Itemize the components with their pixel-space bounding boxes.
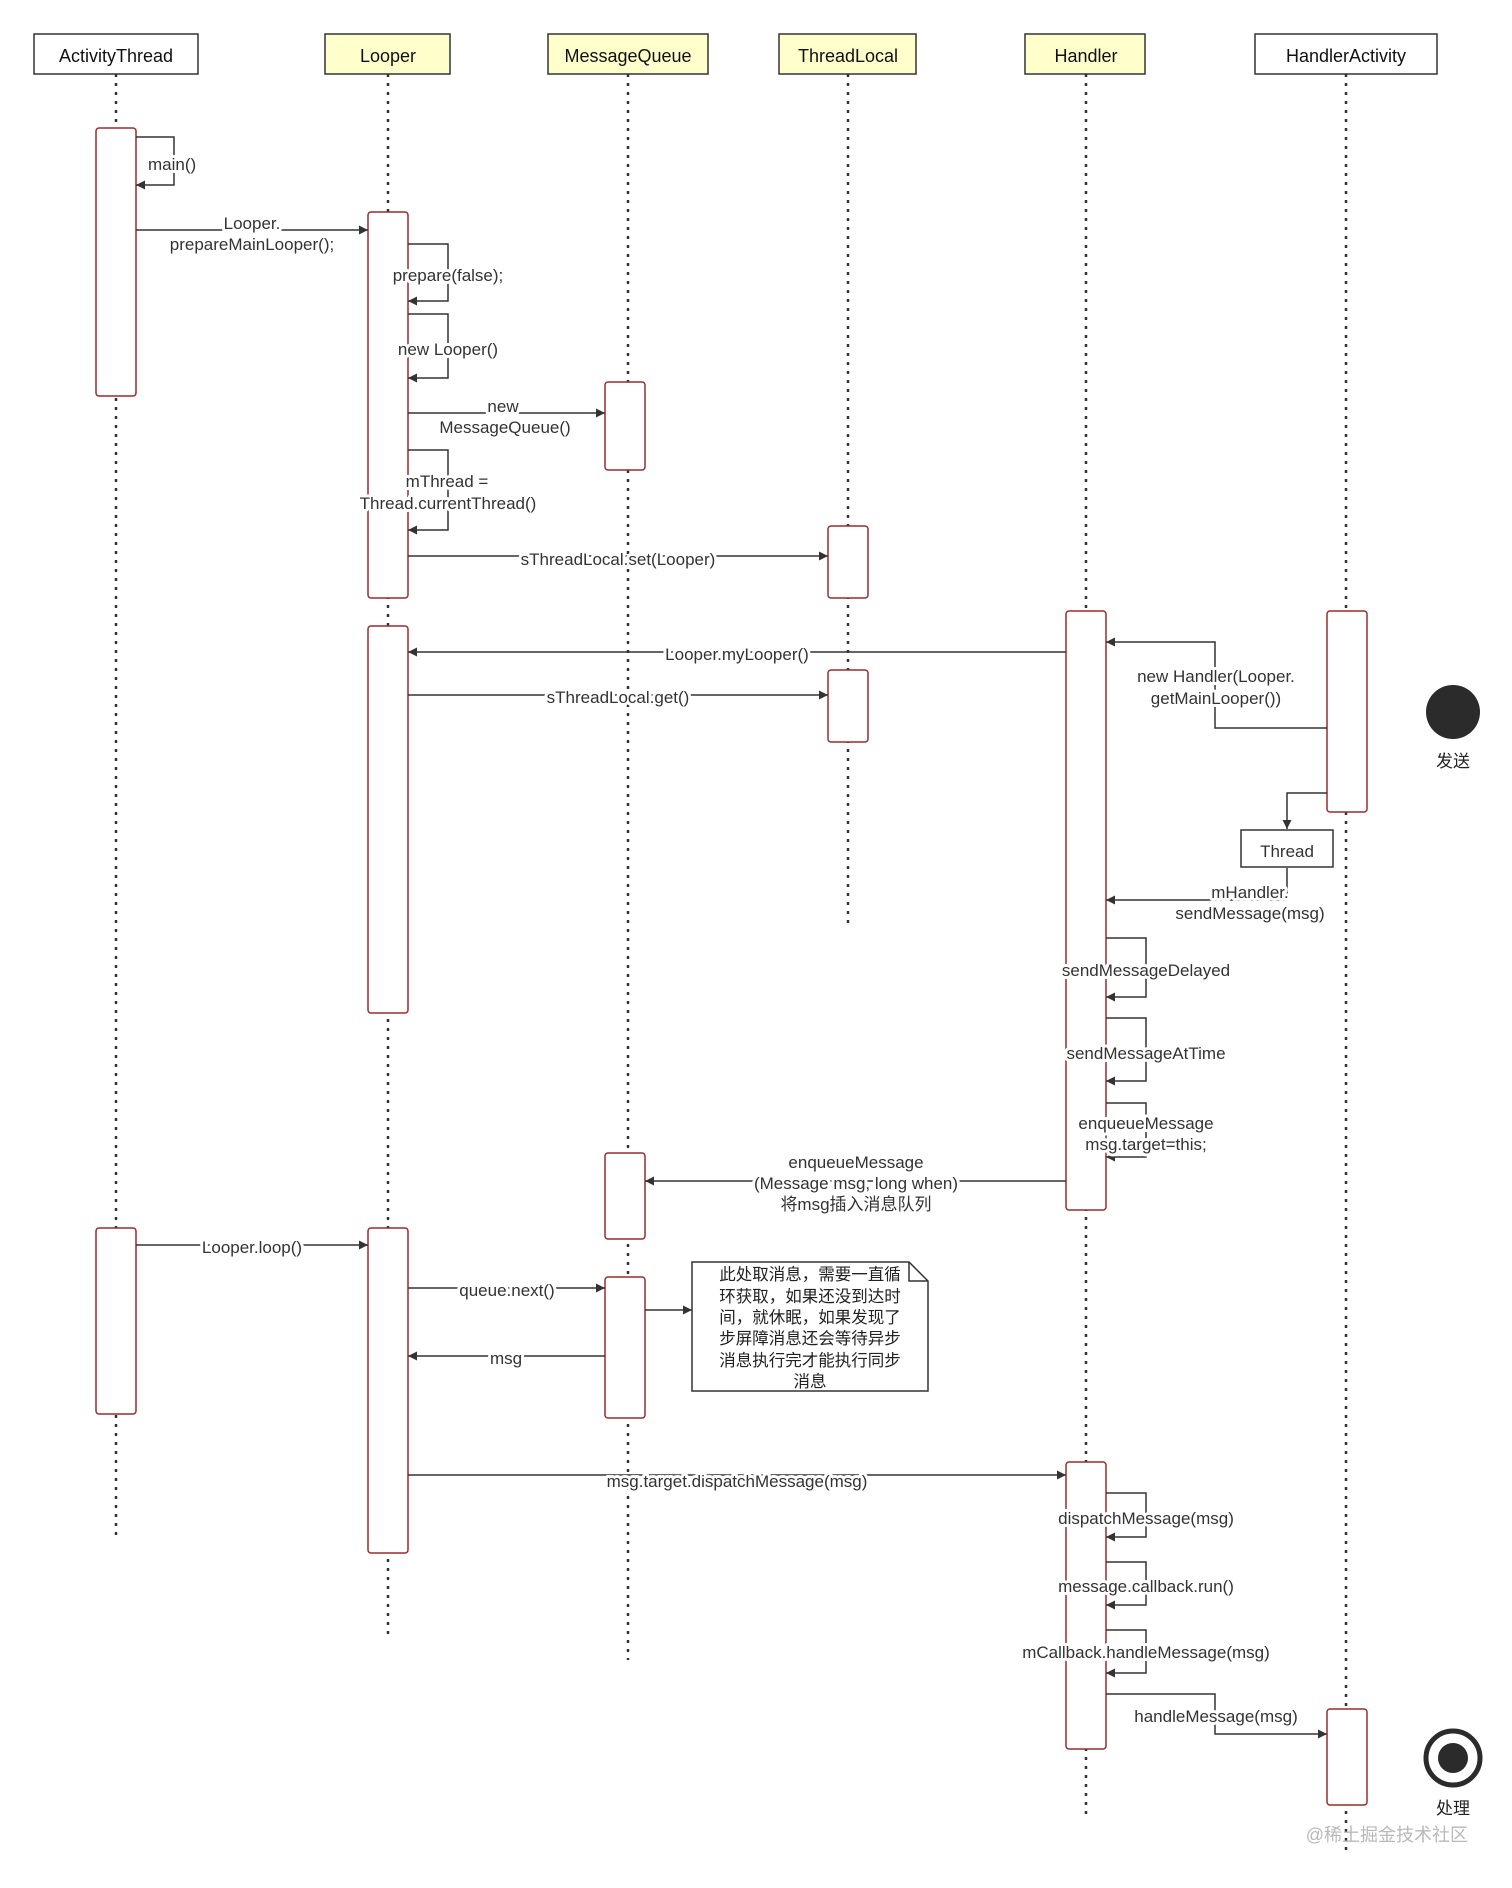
note-line: 消息 [794, 1372, 827, 1391]
initial-state-dot [1426, 685, 1480, 739]
message-labels: main() Looper. prepareMainLooper(); prep… [145, 152, 1328, 1729]
activation-handler-2 [1065, 1461, 1107, 1750]
label-looper-loop: Looper.loop() [202, 1238, 302, 1257]
note-line: 此处取消息，需要一直循 [719, 1265, 901, 1284]
label-enqueue-queue: 将msg插入消息队列 [780, 1195, 931, 1214]
participant-label: HandlerActivity [1286, 46, 1406, 66]
label-handle-message: handleMessage(msg) [1134, 1707, 1297, 1726]
label-thread-local-get: sThreadLocal.get() [547, 688, 690, 707]
watermark: @稀土掘金技术社区 [1306, 1825, 1468, 1845]
activation-message-queue-1 [604, 381, 646, 471]
label-enqueue-self: msg.target=this; [1085, 1135, 1206, 1154]
note: 此处取消息，需要一直循 环获取，如果还没到达时 间，就休眠，如果发现了 步屏障消… [691, 1261, 929, 1392]
arrow-send-message-delayed [1106, 937, 1147, 1002]
label-prepare-false: prepare(false); [393, 266, 504, 285]
thread-box-label: Thread [1260, 842, 1314, 861]
note-line: 间，就休眠，如果发现了 [719, 1308, 901, 1327]
label-my-looper: Looper.myLooper() [665, 645, 809, 664]
note-line: 步屏障消息还会等待异步 [719, 1329, 901, 1348]
arrow-new-handler [1106, 637, 1327, 729]
participant-label: ThreadLocal [798, 46, 898, 66]
arrow-m-callback-handle [1106, 1629, 1147, 1678]
label-new-handler: new Handler(Looper. [1137, 667, 1295, 686]
arrow-to-thread [1282, 792, 1327, 829]
activation-activity-thread-2 [95, 1227, 137, 1415]
label-main: main() [148, 155, 196, 174]
label-send-message: mHandler. [1211, 883, 1288, 902]
label-dispatch-target: msg.target.dispatchMessage(msg) [607, 1472, 868, 1491]
activations [95, 127, 1368, 1806]
participant-thread-local[interactable]: ThreadLocal [778, 33, 917, 75]
arrow-prepare-false [408, 243, 449, 306]
label-enqueue-queue: enqueueMessage [788, 1153, 923, 1172]
final-state-dot [1438, 1743, 1468, 1773]
label-new-looper: new Looper() [398, 340, 498, 359]
label-queue-next: queue.next() [459, 1281, 554, 1300]
activation-thread-local-1 [827, 525, 869, 599]
participant-label: Handler [1054, 46, 1117, 66]
participant-handler[interactable]: Handler [1024, 33, 1146, 75]
activation-handler-activity-1 [1326, 610, 1368, 813]
activation-looper-2 [367, 625, 409, 1014]
initial-state-label: 发送 [1436, 752, 1470, 771]
label-new-message-queue: MessageQueue() [439, 418, 570, 437]
participant-box [778, 33, 917, 75]
activation-message-queue-3 [604, 1276, 646, 1419]
activation-handler-1 [1065, 610, 1107, 1211]
label-m-callback-handle: mCallback.handleMessage(msg) [1022, 1643, 1270, 1662]
label-send-message: sendMessage(msg) [1175, 904, 1324, 923]
label-enqueue-queue: (Message msg, long when) [754, 1174, 958, 1193]
label-m-thread: mThread = [406, 472, 489, 491]
participant-activity-thread[interactable]: ActivityThread [33, 33, 199, 75]
activation-activity-thread-1 [95, 127, 137, 397]
label-new-message-queue: new [487, 397, 519, 416]
participant-box [547, 33, 709, 75]
participant-box [33, 33, 199, 75]
label-m-thread: Thread.currentThread() [360, 494, 537, 513]
participant-handler-activity[interactable]: HandlerActivity [1254, 33, 1438, 75]
participant-message-queue[interactable]: MessageQueue [547, 33, 709, 75]
label-send-message-at-time: sendMessageAtTime [1066, 1044, 1225, 1063]
participant-label: Looper [360, 46, 416, 66]
activation-looper-1 [367, 211, 409, 599]
thread-box: Thread [1240, 829, 1334, 868]
arrow-main [136, 136, 175, 190]
note-line: 消息执行完才能执行同步 [719, 1351, 901, 1370]
participant-box [324, 33, 451, 75]
participant-looper[interactable]: Looper [324, 33, 451, 75]
initial-state: 发送 [1426, 685, 1480, 771]
label-enqueue-self: enqueueMessage [1078, 1114, 1213, 1133]
arrow-callback-run [1106, 1561, 1147, 1610]
participant-label: MessageQueue [564, 46, 691, 66]
label-msg-return: msg [490, 1349, 522, 1368]
activation-handler-activity-2 [1326, 1708, 1368, 1806]
activation-message-queue-2 [604, 1152, 646, 1240]
note-line: 环获取，如果还没到达时 [719, 1287, 901, 1306]
arrow-dispatch-message [1106, 1492, 1147, 1542]
messages [136, 136, 1327, 1739]
label-send-message-delayed: sendMessageDelayed [1062, 961, 1230, 980]
participant-box [1024, 33, 1146, 75]
label-callback-run: message.callback.run() [1058, 1577, 1234, 1596]
activation-thread-local-2 [827, 669, 869, 743]
label-dispatch-message: dispatchMessage(msg) [1058, 1509, 1234, 1528]
arrow-new-looper [408, 313, 449, 383]
participant-box [1254, 33, 1438, 75]
participant-label: ActivityThread [59, 46, 173, 66]
arrow-enqueue-self [1106, 1102, 1147, 1162]
label-prepare-main-looper: Looper. [224, 214, 281, 233]
participant-headers: ActivityThread Looper MessageQueue Threa… [33, 33, 1438, 75]
arrow-send-message [1106, 868, 1288, 905]
arrow-handle-message [1106, 1693, 1327, 1739]
final-state-label: 处理 [1436, 1799, 1470, 1818]
arrow-send-message-at-time [1106, 1017, 1147, 1086]
label-thread-local-set: sThreadLocal.set(Looper) [521, 550, 716, 569]
activation-looper-3 [367, 1227, 409, 1554]
label-prepare-main-looper: prepareMainLooper(); [170, 235, 334, 254]
arrow-m-thread [408, 449, 449, 535]
label-new-handler: getMainLooper()) [1151, 689, 1281, 708]
final-state: 处理 [1423, 1728, 1483, 1818]
